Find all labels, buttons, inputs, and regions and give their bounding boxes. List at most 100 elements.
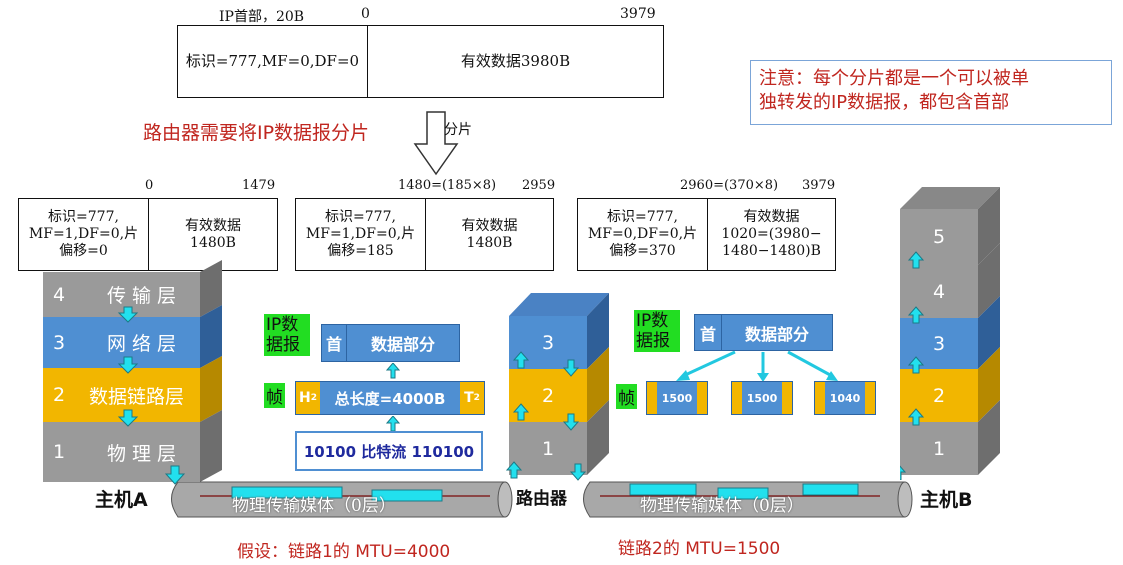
hostB-layer-2-num: 2 [932,384,946,407]
frag2-header-line2: MF=1,DF=0,片 [305,226,416,242]
hostB-up-arrow-icon-2 [907,306,925,324]
router-up-arrow-icon-3 [505,461,523,479]
fragment-label: 分片 [444,122,472,138]
split-arrow-left [682,350,736,378]
router-layer-1: 1 [509,422,587,475]
left-data-part: 数据部分 [346,324,460,362]
hostA-side-2 [200,356,222,422]
left-ip-header: 首 [321,324,347,362]
right-frag-2-header [732,382,742,414]
medium2-packet-2 [717,487,769,500]
frag3-header: 标识=777, MF=0,DF=0,片 偏移=370 [578,199,708,270]
hostA-down-arrow-icon-1 [117,306,139,323]
fragment-3: 标识=777, MF=0,DF=0,片 偏移=370 有效数据 1020=(39… [577,198,836,271]
router-side-1 [587,400,609,475]
router-layer-1-num: 1 [541,437,555,460]
frag1-header-line2: MF=1,DF=0,片 [28,226,139,242]
router-layer-3-num: 3 [541,331,555,354]
packet-header-label: IP首部，20B [219,9,305,25]
hostB-side-5 [978,187,1000,265]
frag1-data-line1: 有效数据 [185,217,241,234]
split-arrow-right [787,350,833,378]
frag1-header-line3: 偏移=0 [59,243,108,259]
right-frag-1: 1500 [646,381,708,415]
hostA-layer-3: 3 网 络 层 [43,317,200,368]
right-ip-datagram-line2: 据报 [636,331,670,351]
frag3-start: 2960=(370×8) [680,178,779,193]
hostA-down-arrows [117,306,186,485]
split-arrow-right-head [826,371,838,381]
frag2-data-line1: 有效数据 [461,217,518,234]
hostB-layer-4: 4 [900,265,978,318]
medium1-end [497,481,513,518]
packet-data-text: 有效数据3980B [460,52,571,70]
medium2-packet-3 [802,483,859,496]
router-down-arrow-icon-1 [562,359,580,377]
medium2-end [897,481,913,518]
left-frame-t2-letter: T [464,390,474,406]
frag3-header-line1: 标识=777, [607,209,678,225]
hostB-side-3 [978,296,1000,369]
left-up-arrow-icon-1 [386,363,400,379]
hostB-layer-4-num: 4 [932,280,946,303]
hostA-side-1 [200,410,222,482]
original-packet: 标识=777,MF=0,DF=0 有效数据3980B [177,25,664,98]
frag2-header-line1: 标识=777, [325,209,396,225]
left-frame-t2-sub: 2 [473,393,480,403]
hostA-layer-3-num: 3 [53,331,66,354]
frag1-end: 1479 [242,178,276,193]
frag2-header-line3: 偏移=185 [327,243,394,259]
frag3-end: 3979 [802,178,836,193]
left-ip-datagram-line1: IP数 [266,315,299,335]
right-frag-1-value: 1500 [661,391,693,405]
router-down-arrow-icon-3 [569,463,587,481]
hostB-up-arrows [900,251,925,480]
right-frame-label: 帧 [616,384,637,409]
hostB-layer-3-num: 3 [932,332,946,355]
router-top [509,293,609,316]
hostB-up-arrow-icon-5 [900,465,907,480]
note-line-1: 注意：每个分片都是一个可以被单 [759,68,1029,89]
right-ip-datagram-tag: IP数 据报 [634,310,680,352]
left-up-arrow-icon-2 [386,416,400,432]
hostA-layer-2-num: 2 [53,384,66,406]
host-a-label: 主机A [95,489,148,511]
packet-data-cell: 有效数据3980B [368,26,663,97]
hostA-layer-3-name: 网 络 层 [106,333,177,355]
packet-header-text: 标识=777,MF=0,DF=0 [185,52,360,70]
hostA-side-4 [200,260,222,317]
router-action-text: 路由器需要将IP数据报分片 [143,122,370,144]
packet-header-cell: 标识=777,MF=0,DF=0 [178,26,368,97]
fragment-arrow-icon [413,111,459,176]
frag3-header-line3: 偏移=370 [609,243,676,259]
medium1-packet-1 [231,486,343,499]
left-frame-h2-letter: H [299,390,311,406]
right-frag-3: 1040 [814,381,876,415]
link2-mtu: 链路2的 MTU=1500 [618,539,781,559]
frag2-data-line2: 1480B [466,234,513,251]
right-frag-2-trailer [782,382,792,414]
right-frag-1-header [647,382,657,414]
hostB-layer-1-num: 1 [932,437,946,460]
router-arrows [505,351,587,481]
fragment-1: 标识=777, MF=1,DF=0,片 偏移=0 有效数据 1480B [18,198,278,271]
router-side-3 [587,293,609,369]
hostA-layer-2: 2 数据链路层 [43,368,200,422]
hostA-side-3 [200,305,222,368]
right-frag-3-value: 1040 [829,391,861,405]
right-frag-2-value: 1500 [746,391,778,405]
hostA-down-arrow-icon-3 [117,409,139,427]
medium1-label: 物理传输媒体（0层） [232,496,396,516]
fragment-2: 标识=777, MF=1,DF=0,片 偏移=185 有效数据 1480B [295,198,554,271]
router-layer-2-num: 2 [541,384,555,407]
note-box: 注意：每个分片都是一个可以被单 独转发的IP数据报，都包含首部 [750,60,1112,125]
right-frag-3-header [815,382,825,414]
hostA-layer-1-num: 1 [53,441,66,463]
router-label: 路由器 [516,489,567,509]
right-data-part: 数据部分 [721,314,833,351]
frag1-data-line2: 1480B [190,234,236,251]
right-frag-1-trailer [697,382,707,414]
